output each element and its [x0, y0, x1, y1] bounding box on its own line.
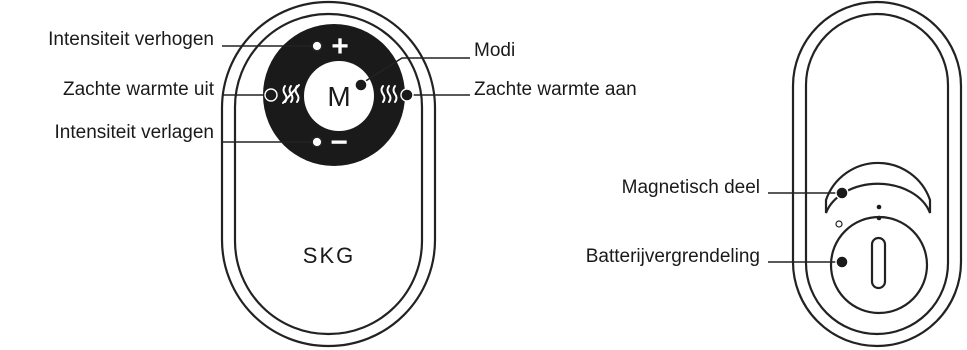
- label-battery-lock: Batterijvergrendeling: [586, 246, 760, 267]
- magnetic-part-outline: [824, 161, 932, 214]
- label-intensity-up: Intensiteit verhogen: [48, 29, 214, 50]
- indicator-dot-top: [876, 204, 882, 210]
- leader-modes: [363, 57, 470, 83]
- label-heat-off: Zachte warmte uit: [63, 79, 215, 100]
- marker-intensity-up: [311, 40, 323, 52]
- label-magnetic-part: Magnetisch deel: [622, 177, 760, 198]
- heat-on-icon[interactable]: [380, 85, 398, 103]
- indicator-dot-open: [835, 220, 843, 228]
- marker-heat-on: [400, 88, 414, 102]
- remote-front-inner-shell: [233, 12, 424, 336]
- brand-logo: SKG: [303, 243, 355, 268]
- label-intensity-down: Intensiteit verlagen: [55, 122, 215, 143]
- remote-back-inner-shell: [804, 12, 950, 336]
- marker-intensity-down: [311, 136, 323, 148]
- marker-modes: [354, 78, 368, 92]
- marker-magnetic-part: [835, 186, 849, 200]
- intensity-up-button[interactable]: +: [331, 30, 349, 63]
- callouts: Intensiteit verhogen Zachte warmte uit I…: [48, 29, 849, 269]
- mode-button[interactable]: [304, 61, 374, 131]
- remote-front-outer-shell: [220, 0, 437, 348]
- mode-button-label: M: [327, 81, 350, 112]
- remote-back-outer-shell: [791, 0, 963, 348]
- battery-lock-disc[interactable]: [829, 215, 929, 315]
- battery-lock-slot[interactable]: [870, 236, 887, 290]
- marker-battery-lock: [835, 255, 849, 269]
- remote-front: M + − SKG: [220, 0, 437, 348]
- remote-back: [791, 0, 963, 348]
- label-modes: Modi: [474, 40, 515, 61]
- label-heat-on: Zachte warmte aan: [474, 79, 637, 100]
- heat-off-icon[interactable]: [282, 84, 300, 104]
- intensity-down-button[interactable]: −: [330, 126, 348, 159]
- marker-heat-off: [264, 88, 278, 102]
